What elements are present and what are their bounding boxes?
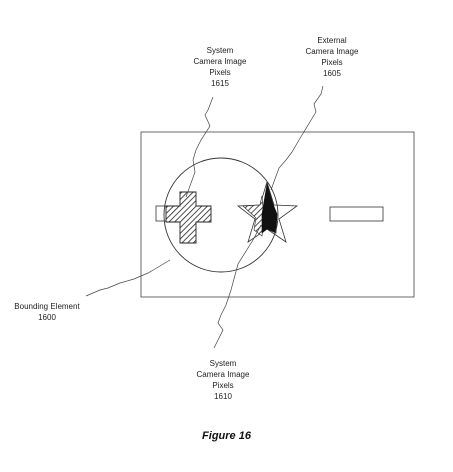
- label-line: Camera Image: [193, 57, 247, 66]
- label-line: Bounding Element: [14, 302, 80, 311]
- label-system-camera-pixels-1615: System Camera Image Pixels 1615: [180, 45, 260, 89]
- label-line: 1605: [323, 69, 341, 78]
- label-line: Pixels: [212, 381, 234, 390]
- leader-line-1615: [185, 96, 214, 198]
- label-external-camera-pixels-1605: External Camera Image Pixels 1605: [292, 35, 372, 79]
- leader-line-1610: [213, 224, 262, 349]
- label-line: External: [317, 36, 347, 45]
- label-line: Pixels: [321, 58, 343, 67]
- label-line: 1600: [38, 313, 56, 322]
- leader-line-1605: [270, 85, 324, 191]
- right-bar-rectangle: [329, 206, 384, 222]
- label-line: Camera Image: [305, 47, 359, 56]
- label-system-camera-pixels-1610: System Camera Image Pixels 1610: [183, 358, 263, 402]
- bounding-circle: [163, 157, 279, 273]
- label-line: 1615: [211, 79, 229, 88]
- cross-shape: [165, 191, 212, 244]
- label-line: 1610: [214, 392, 232, 401]
- star-solid-region: [261, 183, 278, 234]
- label-line: System: [209, 359, 237, 368]
- display-frame: [140, 131, 415, 298]
- leader-line-1600: [85, 259, 171, 297]
- label-line: Camera Image: [196, 370, 250, 379]
- label-line: System: [206, 46, 234, 55]
- figure-caption: Figure 16: [202, 430, 251, 442]
- label-line: Pixels: [209, 68, 231, 77]
- label-bounding-element-1600: Bounding Element 1600: [6, 301, 88, 323]
